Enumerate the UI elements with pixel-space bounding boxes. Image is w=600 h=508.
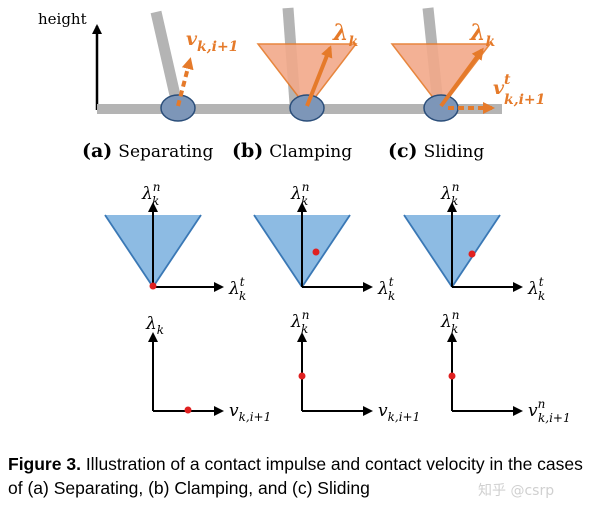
cone-plot-b: λn k λt k [253,180,395,303]
friction-cone-c [390,43,492,110]
panel-b-caption: (b)Clamping [232,140,352,162]
cone-edge-left-a [104,214,154,288]
cone-edge-right-a [152,214,202,288]
top-row: height vk,i+1 (a)Separating λk (b)Clampi… [38,7,545,162]
panel-c-caption: (c)Sliding [388,140,484,162]
cone-edge-right-c [451,214,501,288]
rod-a [150,10,183,106]
impulse-label-b: λk [332,20,358,50]
state-dot-c [448,372,456,380]
vx-label-c-sub: k,i+1 [538,411,571,425]
bottom-row: λk vk,i+1 λn k vk,i+1 λn k vn k,i+1 [145,308,571,425]
x-label-a: λt [228,275,245,299]
y-label-c-sub: k [451,194,458,208]
figure-diagram: height vk,i+1 (a)Separating λk (b)Clampi… [38,7,571,425]
impulse-dot-b [312,248,320,256]
contact-point-b [289,94,325,122]
vy-label-c: λn [440,308,460,332]
impulse-dot-a [149,282,157,290]
cone-plot-c: λn k λt k [403,180,545,303]
velocity-label-c-sub: k,i+1 [504,92,545,108]
vy-label-a: λk [145,314,164,337]
panel-a-separating: vk,i+1 (a)Separating [82,10,238,162]
cone-edge-right-b [301,214,351,288]
y-label-b-sub: k [301,194,308,208]
y-label-a-sub: k [152,194,159,208]
contact-point-a [160,94,196,122]
velocity-label-a: vk,i+1 [186,28,238,55]
vy-label-b-sub: k [301,322,308,336]
caption-text: Illustration of a contact impulse and co… [8,454,583,498]
figure-caption: Figure 3. Illustration of a contact impu… [8,452,598,500]
velocity-plot-b: λn k vk,i+1 [290,308,420,424]
watermark: 知乎 @csrp [478,483,555,499]
x-label-c-sub: k [538,289,545,303]
cone-edge-left-c [403,214,453,288]
friction-cone-b [256,43,358,110]
state-dot-b [298,372,306,380]
x-label-b: λt [377,275,394,299]
impulse-label-c: λk [469,20,495,50]
middle-row: λn k λt k λn k λt k λn k [104,180,545,303]
cone-edge-left-b [253,214,303,288]
state-dot-a [184,406,192,414]
cone-plot-a: λn k λt k [104,180,246,303]
panel-a-caption: (a)Separating [82,140,214,162]
vx-label-a: vk,i+1 [229,401,271,424]
vy-label-c-sub: k [451,322,458,336]
x-label-a-sub: k [239,289,246,303]
velocity-plot-c: λn k vn k,i+1 [440,308,571,425]
vx-label-c: vn [528,397,545,421]
vy-label-b: λn [290,308,310,332]
impulse-arrow-b [305,45,333,107]
impulse-arrow-c [439,47,484,108]
panel-b-clamping: λk (b)Clamping [232,7,358,162]
y-label-b: λn [290,180,310,204]
x-label-c: λt [527,275,544,299]
x-label-b-sub: k [388,289,395,303]
vx-label-b: vk,i+1 [378,401,420,424]
caption-label: Figure 3. [8,454,81,474]
panel-c-sliding: λk vt k,i+1 (c)Sliding [388,7,545,162]
velocity-arrow-a [176,57,194,107]
y-label-a: λn [141,180,161,204]
velocity-label-c: vt [493,72,511,99]
height-label: height [38,10,87,28]
velocity-plot-a: λk vk,i+1 [145,314,271,424]
y-label-c: λn [440,180,460,204]
impulse-dot-c [468,250,476,258]
